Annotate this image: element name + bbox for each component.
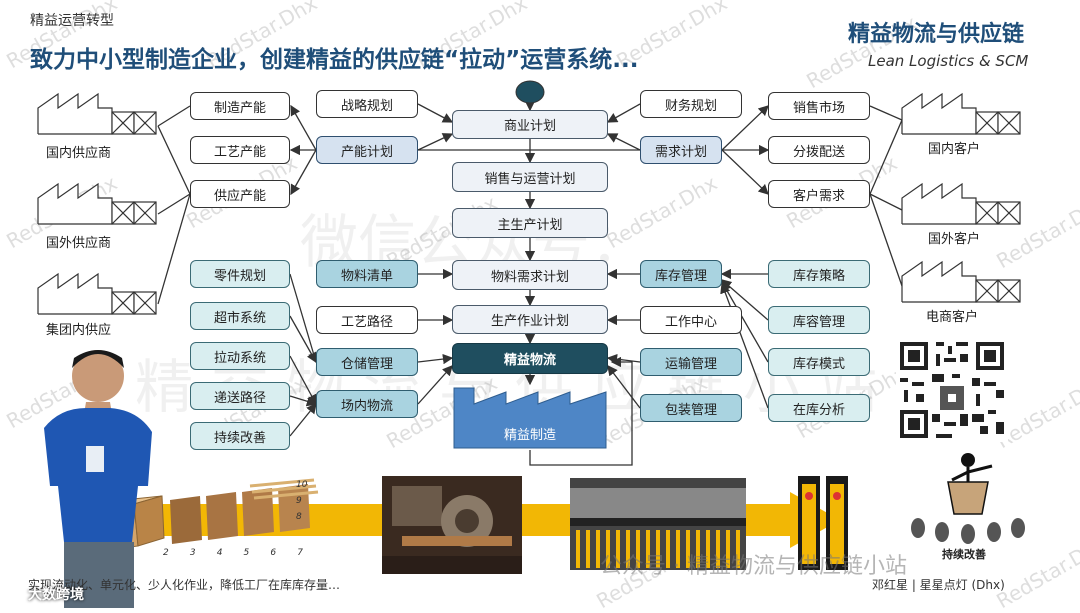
sop-box: 销售与运营计划 [452,162,608,192]
ruler-number: 9 [296,496,307,506]
sales-market-box: 销售市场 [768,92,870,120]
ruler-numbers-top: 10 9 8 [296,480,307,522]
mrp-box: 物料需求计划 [452,260,608,290]
lean-manufacturing-label: 精益制造 [452,424,608,443]
inventory-mode-box: 库存模式 [768,348,870,376]
distribution-box: 分拨配送 [768,136,870,164]
process-capacity-box: 工艺产能 [190,136,290,164]
ruler-number: 10 [296,480,307,490]
lean-logistics-box: 精益物流 [452,343,608,374]
domestic-customer-label: 国内客户 [928,138,980,157]
warehouse-mgmt-box: 仓储管理 [316,348,418,376]
work-center-box: 工作中心 [640,306,742,334]
mps-box: 主生产计划 [452,208,608,238]
domestic-supplier-label: 国内供应商 [46,142,111,161]
continuous-improvement-box: 持续改善 [190,422,290,450]
factory-icon [900,254,1024,304]
routing-box: 工艺路径 [316,306,418,334]
supermarket-box: 超市系统 [190,302,290,330]
inventory-analysis-box: 在库分析 [768,394,870,422]
ruler-number: 7 [297,548,303,558]
machine-photo [382,476,522,574]
speaker-cartoon-icon [908,452,1028,546]
ruler-numbers: 2 3 4 5 6 7 [163,548,303,558]
inventory-strategy-box: 库存策略 [768,260,870,288]
customer-demand-box: 客户需求 [768,180,870,208]
inplant-logistics-box: 场内物流 [316,390,418,418]
financial-planning-box: 财务规划 [640,90,742,118]
foreign-supplier-label: 国外供应商 [46,232,111,251]
factory-icon [36,86,160,136]
business-plan-box: 商业计划 [452,110,608,139]
capacity-mgmt-box: 库容管理 [768,306,870,334]
demand-plan-box: 需求计划 [640,136,722,164]
ruler-number: 3 [190,548,196,558]
supply-capacity-box: 供应产能 [190,180,290,208]
pull-system-box: 拉动系统 [190,342,290,370]
transport-mgmt-box: 运输管理 [640,348,742,376]
inventory-mgmt-box: 库存管理 [640,260,722,288]
factory-icon [36,176,160,226]
packaging-mgmt-box: 包装管理 [640,394,742,422]
ruler-number: 5 [244,548,250,558]
ecommerce-customer-label: 电商客户 [926,306,978,325]
factory-icon [900,86,1024,136]
qr-code-icon [896,338,1008,442]
logo-text: 大数跨境 [28,584,84,604]
foreign-customer-label: 国外客户 [928,228,980,247]
ruler-number: 4 [217,548,223,558]
ruler-number: 6 [270,548,276,558]
parts-planning-box: 零件规划 [190,260,290,288]
ruler-number: 8 [296,512,307,522]
presenter-photo [30,336,170,608]
bom-box: 物料清单 [316,260,418,288]
wechat-account-label: 公众号 · 精益物流与供应链小站 [600,548,907,580]
strategic-planning-box: 战略规划 [316,90,418,118]
factory-icon [900,176,1024,226]
mfg-capacity-box: 制造产能 [190,92,290,120]
capacity-plan-box: 产能计划 [316,136,418,164]
factory-icon [36,266,160,316]
cartoon-caption: 持续改善 [942,546,986,562]
credit-label: 邓红星 | 星星点灯 (Dhx) [872,576,1005,593]
delivery-route-box: 递送路径 [190,382,290,410]
production-plan-box: 生产作业计划 [452,305,608,334]
